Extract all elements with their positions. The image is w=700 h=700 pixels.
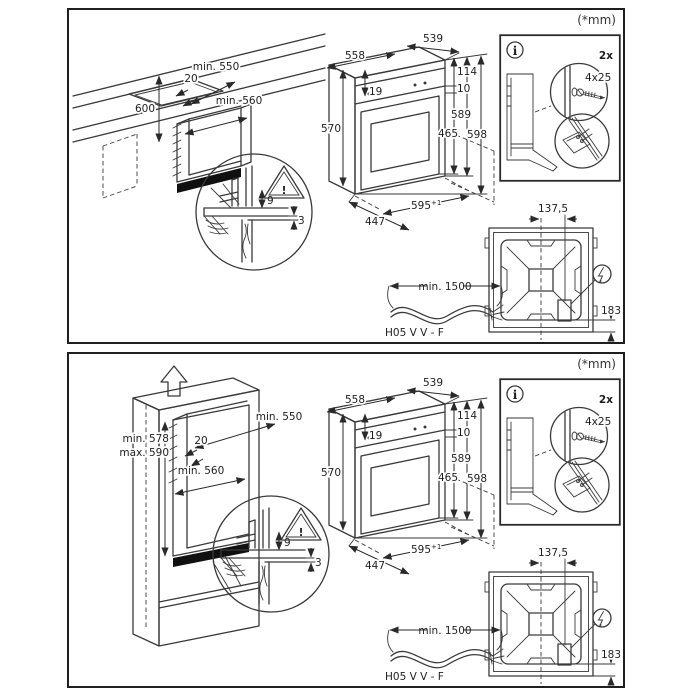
worktop-cabinet-drawing: 600 min. 550 20 min. 560: [72, 33, 326, 209]
oven-dimensions-drawing: [311, 18, 496, 240]
dim-vent-gap-label: 20: [194, 435, 207, 447]
mounting-info-box: [499, 378, 621, 526]
edge-hatching: [172, 123, 182, 177]
fixing-detail-drawing: [190, 150, 322, 274]
oven-dimensions-drawing: [311, 362, 496, 584]
dim-560-line: [174, 477, 246, 496]
vent-strip: [173, 543, 249, 567]
dim-20-arrow-b: [190, 458, 204, 467]
mounting-info-box: [499, 34, 621, 182]
dim-niche-height-max-label: max. 590: [119, 447, 169, 459]
dim-niche-depth-label: min. 550: [193, 61, 240, 73]
dim-niche-depth-label: min. 550: [256, 411, 303, 423]
dim-niche-width-label: min. 560: [178, 465, 225, 477]
panel-under-counter-installation: (*mm): [67, 8, 625, 344]
dim-niche-height-label: 600: [135, 103, 155, 115]
tall-cabinet-drawing: min. 578 max. 590 min. 550 20 min. 560: [118, 365, 304, 647]
vent-strip: [177, 168, 241, 193]
dim-550-line: [194, 423, 276, 449]
dim-550-line: [190, 81, 236, 105]
dim-niche-width-label: min. 560: [216, 95, 263, 107]
units-label: (*mm): [577, 357, 616, 371]
dim-20-arrow-a: [184, 448, 198, 457]
dim-20-arrow-b: [182, 98, 196, 107]
dim-560-line: [184, 116, 248, 136]
dim-niche-height-min-label: min. 578: [122, 433, 169, 445]
units-label: (*mm): [577, 13, 616, 27]
mains-cable-drawing: [383, 620, 507, 684]
dim-vent-gap-label: 20: [184, 73, 197, 85]
panel-column-installation: (*mm): [67, 352, 625, 688]
dim-20-arrow-a: [175, 88, 189, 97]
mains-cable-drawing: [383, 276, 507, 340]
projection-dashed: [102, 133, 138, 199]
